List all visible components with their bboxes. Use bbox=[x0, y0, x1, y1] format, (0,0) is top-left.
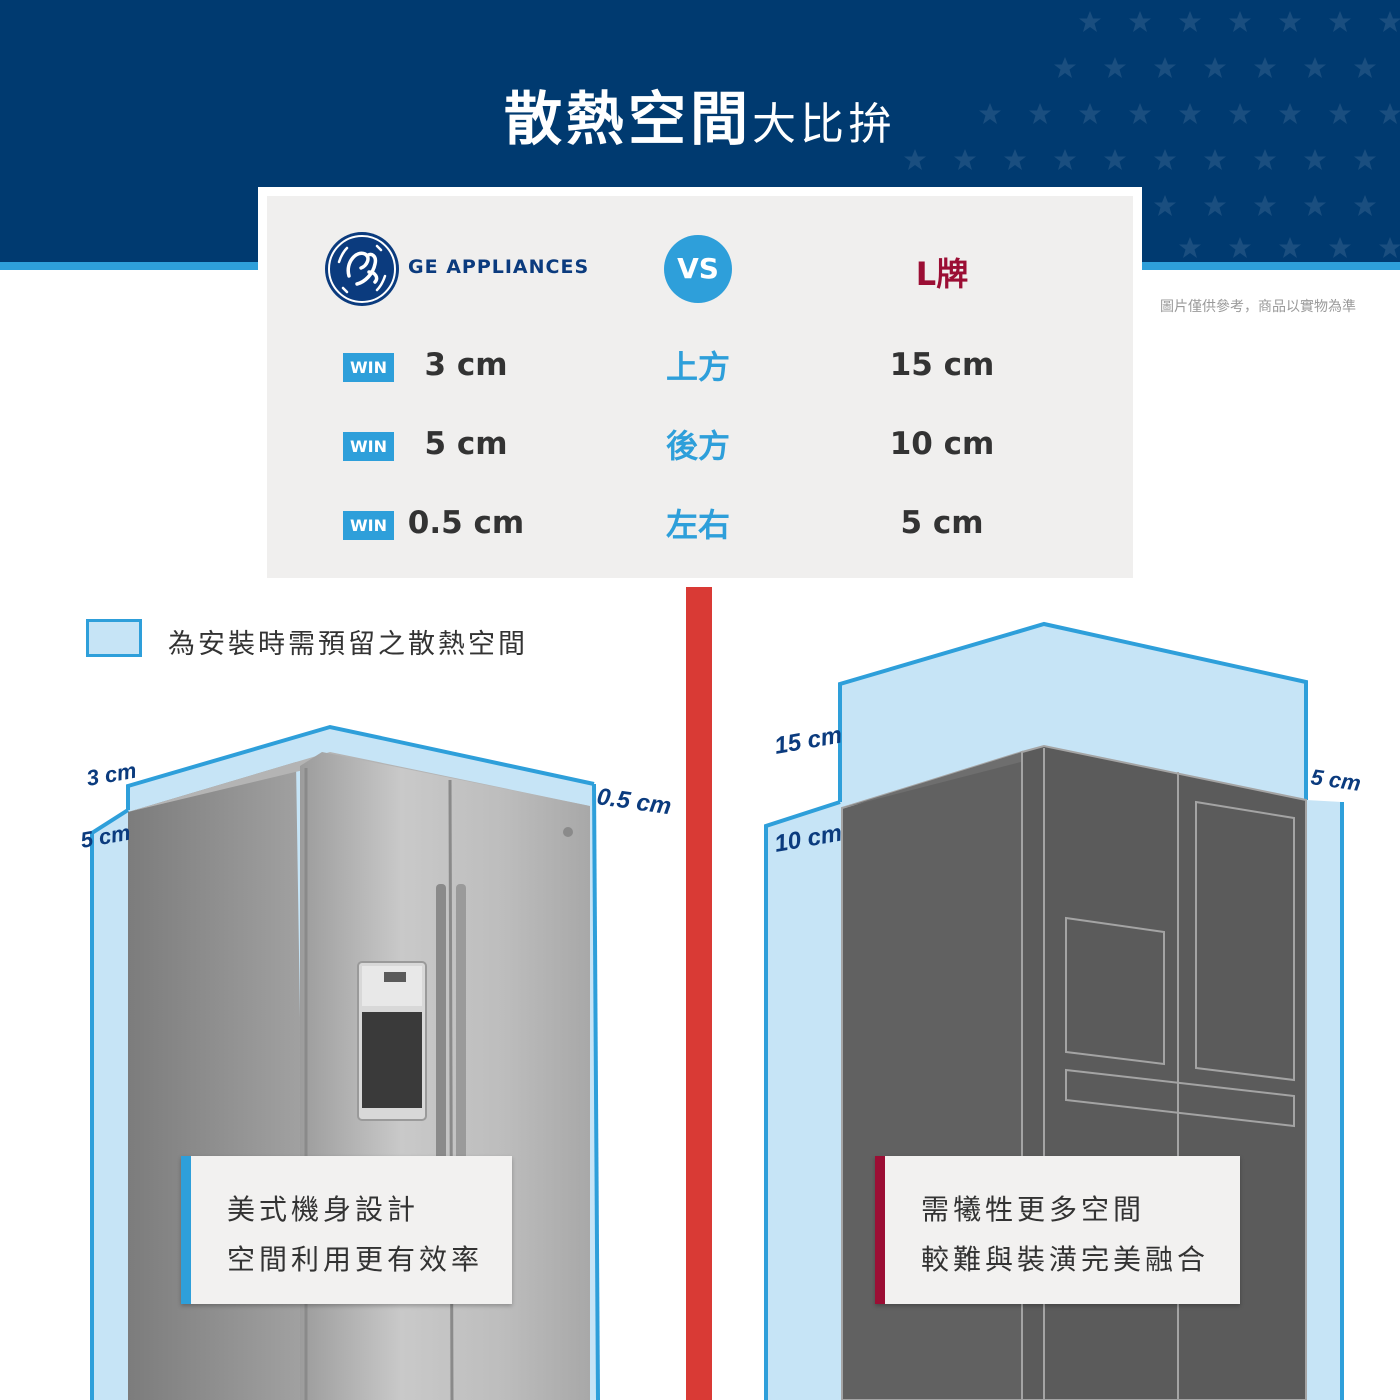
ge-monogram-icon bbox=[325, 232, 399, 306]
l-top-clearance-text: 15 cm bbox=[772, 722, 844, 760]
l-callout-accent bbox=[875, 1156, 885, 1304]
l-side-clearance-label: 5 cm bbox=[1309, 764, 1362, 796]
ge-callout-box: 美式機身設計 空間利用更有效率 bbox=[181, 1156, 512, 1304]
l-callout-line2: 較難與裝潢完美融合 bbox=[921, 1243, 1210, 1276]
comparison-panel-inner: GE APPLIANCES VS L牌 WIN 3 cm 上方 15 cm WI… bbox=[267, 196, 1133, 578]
competitor-value: 5 cm bbox=[900, 505, 984, 541]
disclaimer-note: 圖片僅供參考，商品以實物為準 bbox=[1160, 299, 1356, 315]
l-top-clearance-label: 15 cm bbox=[772, 722, 844, 760]
ge-side-clearance-label: 0.5 cm bbox=[595, 783, 673, 820]
ge-value: 3 cm bbox=[424, 347, 508, 383]
page-title: 散熱空間大比拚 bbox=[0, 72, 1400, 156]
comparison-row-side: WIN 0.5 cm 左右 5 cm bbox=[267, 500, 1133, 550]
direction-label: 後方 bbox=[665, 427, 730, 465]
vs-badge: VS bbox=[664, 235, 732, 303]
comparison-row-top: WIN 3 cm 上方 15 cm bbox=[267, 342, 1133, 392]
l-side-clearance-text: 5 cm bbox=[1309, 764, 1362, 796]
center-divider bbox=[686, 587, 712, 1400]
ge-callout-line1: 美式機身設計 bbox=[227, 1193, 420, 1226]
ge-value: 5 cm bbox=[424, 426, 508, 462]
competitor-value: 15 cm bbox=[889, 347, 995, 383]
direction-label: 上方 bbox=[665, 348, 730, 386]
title-strong: 散熱空間 bbox=[503, 85, 752, 153]
l-callout-line1: 需犧牲更多空間 bbox=[921, 1193, 1146, 1226]
comparison-panel: GE APPLIANCES VS L牌 WIN 3 cm 上方 15 cm WI… bbox=[258, 187, 1142, 578]
title-light: 大比拚 bbox=[752, 99, 896, 150]
competitor-value: 10 cm bbox=[889, 426, 995, 462]
ge-side-clearance-text: 0.5 cm bbox=[595, 783, 673, 820]
competitor-brand-label: L牌 bbox=[915, 255, 969, 293]
win-badge: WIN bbox=[343, 511, 394, 540]
direction-label: 左右 bbox=[665, 506, 730, 544]
legend-text: 為安裝時需預留之散熱空間 bbox=[168, 629, 528, 660]
comparison-row-back: WIN 5 cm 後方 10 cm bbox=[267, 421, 1133, 471]
l-callout-box: 需犧牲更多空間 較難與裝潢完美融合 bbox=[875, 1156, 1240, 1304]
legend-swatch bbox=[86, 619, 142, 657]
ge-value: 0.5 cm bbox=[407, 505, 525, 541]
win-badge: WIN bbox=[343, 432, 394, 461]
ge-callout-accent bbox=[181, 1156, 191, 1304]
win-badge: WIN bbox=[343, 353, 394, 382]
ge-brand-label: GE APPLIANCES bbox=[408, 256, 590, 278]
ge-callout-line2: 空間利用更有效率 bbox=[227, 1243, 484, 1276]
